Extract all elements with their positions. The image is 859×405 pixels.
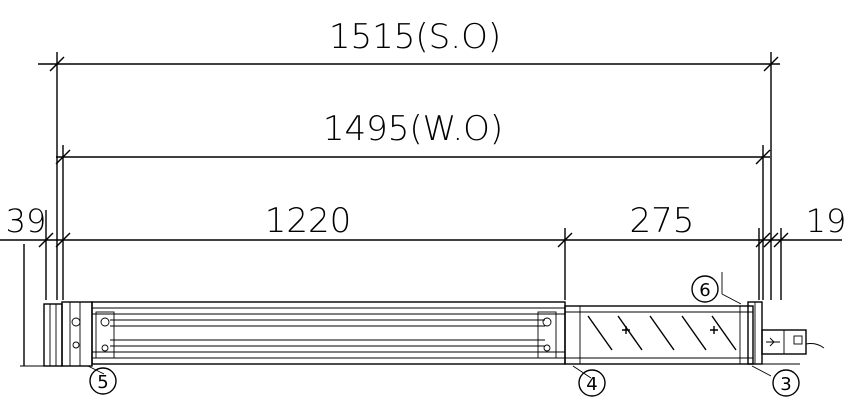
dimension-overall-window: 1495(W.O)	[55, 109, 771, 300]
dimension-overall-sash: 1515(S.O)	[38, 17, 780, 300]
dimension-left-offset-label: 39	[6, 202, 47, 240]
left-frame	[20, 244, 93, 367]
callout-6-label: 6	[699, 280, 710, 301]
glass-unit	[91, 301, 566, 365]
callout-5-label: 5	[97, 372, 108, 393]
dimension-right-offset-label: 19	[806, 202, 847, 240]
callout-5: 5	[89, 367, 117, 395]
callout-3: 3	[772, 369, 800, 397]
dimension-overall-window-label: 1495(W.O)	[323, 109, 503, 149]
panel-unit	[564, 301, 763, 365]
callout-6: 6	[691, 275, 719, 303]
dimension-panel-section-label: 275	[630, 201, 695, 241]
callout-4: 4	[578, 369, 606, 397]
dimension-glass-section-label: 1220	[265, 201, 352, 241]
leader-lines	[87, 272, 772, 379]
right-attachment	[761, 329, 825, 365]
dimension-chain: 39 1220 275 19	[0, 201, 846, 300]
callout-3-label: 3	[780, 374, 791, 395]
callout-4-label: 4	[586, 374, 597, 395]
dimension-overall-sash-label: 1515(S.O)	[329, 17, 501, 57]
